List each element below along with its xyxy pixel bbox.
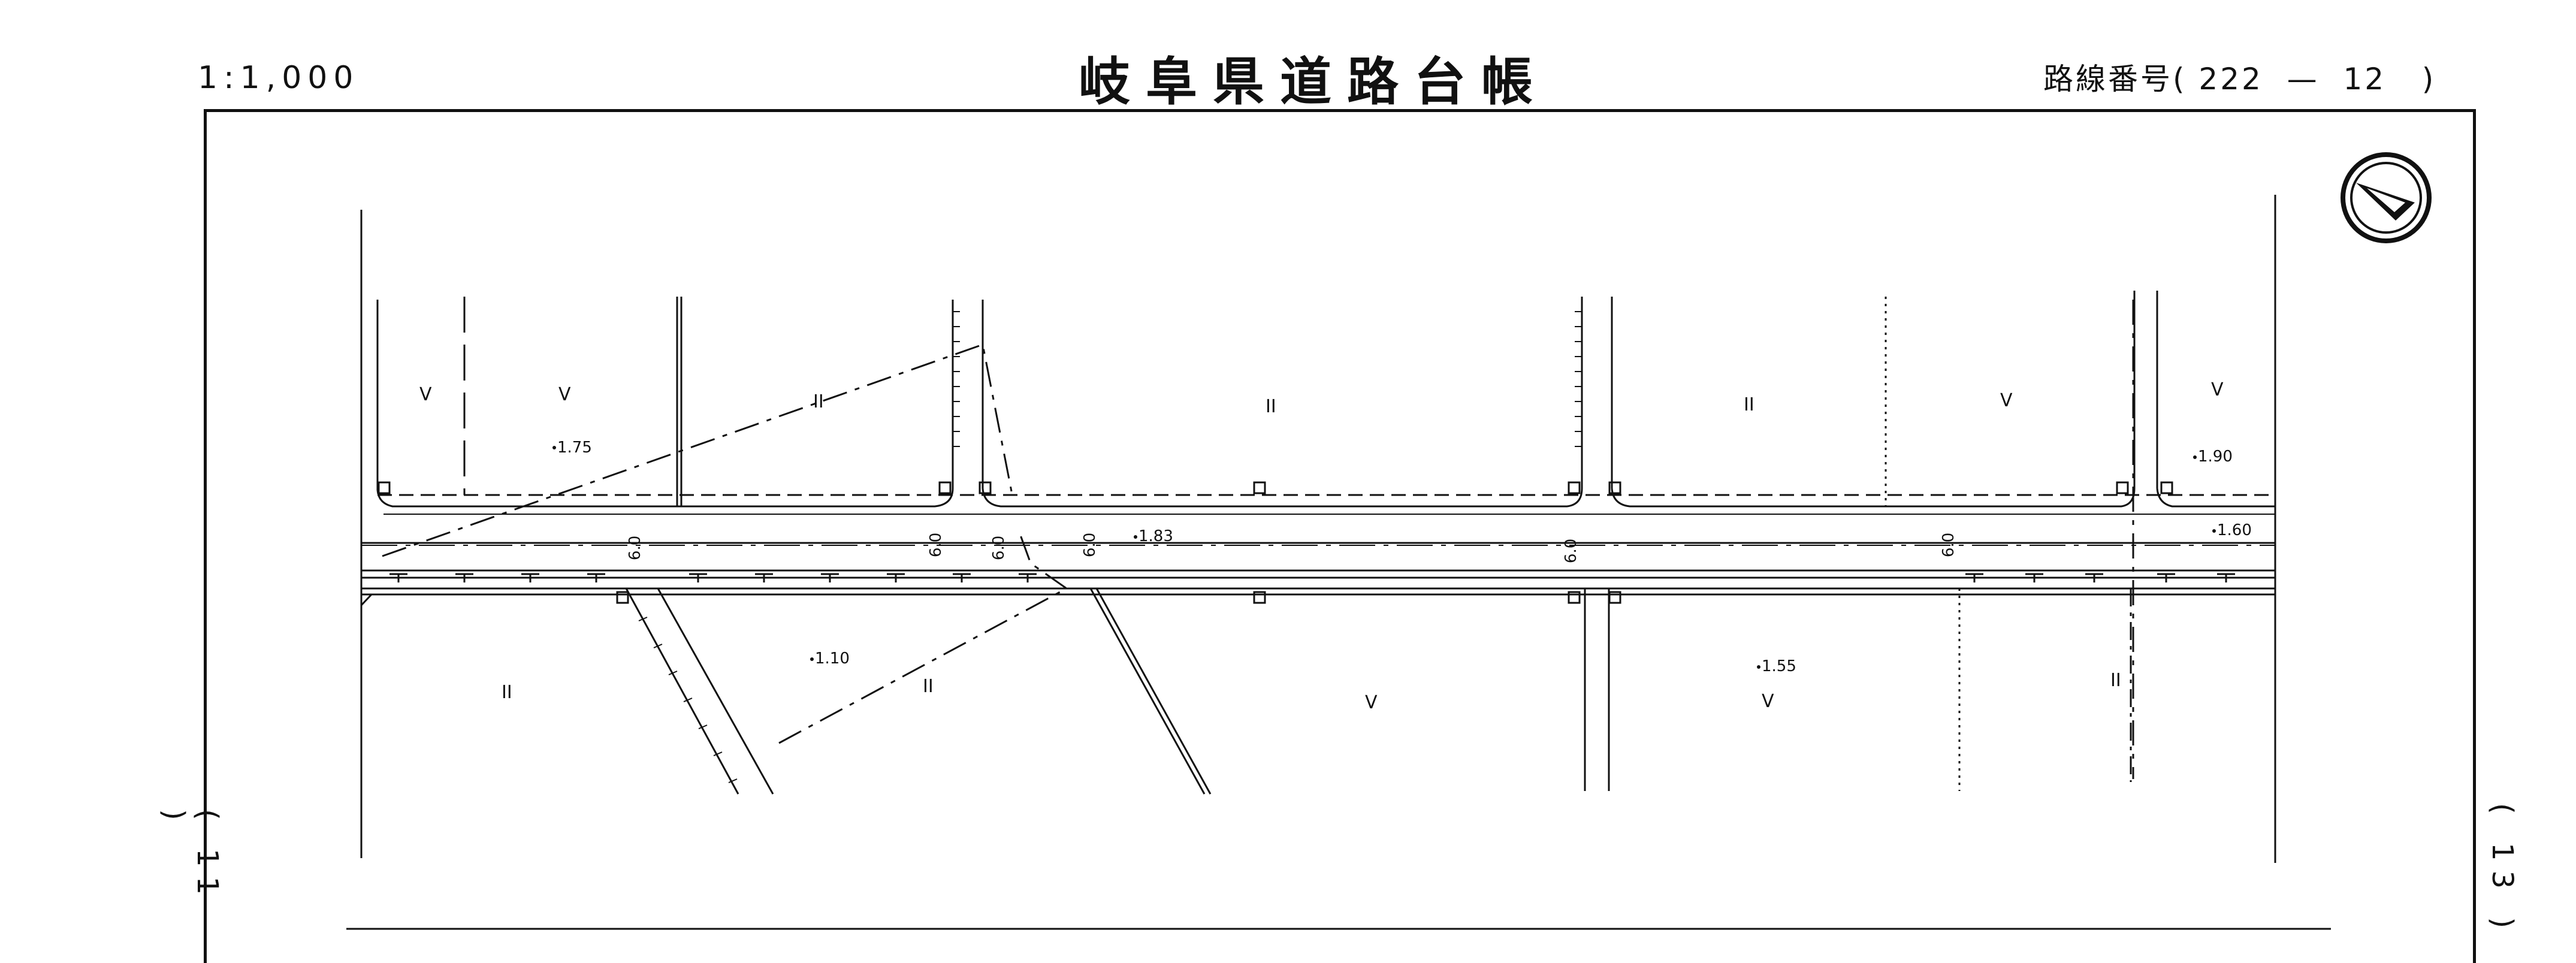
utility-box-icon — [1568, 591, 1581, 604]
route-label: 路線番号( — [2043, 62, 2187, 96]
land-use-paddy-symbol: II — [1266, 396, 1276, 417]
utility-box-icon — [1608, 481, 1621, 494]
road-width-label: 6.0 — [990, 536, 1008, 560]
adjacent-sheet-left[interactable]: ( 11 ) — [157, 809, 224, 905]
utility-box-icon — [938, 481, 952, 494]
utility-box-icon — [979, 481, 992, 494]
road-width-label: 6.0 — [1940, 533, 1958, 557]
road-width-label: 6.0 — [626, 536, 644, 560]
route-code: 222 — [2198, 62, 2263, 96]
utility-box-icon — [1568, 481, 1581, 494]
land-use-paddy-symbol: II — [923, 676, 934, 697]
sheet-header: 1:1,000 岐阜県道路台帳 路線番号( 222 — 12 ) — [0, 0, 2576, 112]
elevation-label: 1.60 — [2217, 521, 2252, 539]
north-arrow-icon — [2341, 152, 2432, 243]
land-use-paddy-symbol: II — [1744, 394, 1754, 415]
land-use-field-symbol: V — [419, 384, 432, 405]
route-close: ) — [2421, 62, 2436, 96]
elevation-label: 1.90 — [2198, 448, 2233, 466]
map-title: 岐阜県道路台帳 — [1079, 52, 1548, 112]
utility-box-icon — [1253, 481, 1266, 494]
utility-box-icon — [2116, 481, 2129, 494]
land-use-field-symbol: V — [2211, 379, 2224, 400]
route-number: 路線番号( 222 — 12 ) — [2043, 62, 2436, 96]
land-use-field-symbol: V — [558, 384, 571, 405]
land-use-field-symbol: V — [1762, 691, 1774, 712]
route-sheet: 12 — [2343, 62, 2387, 96]
land-use-field-symbol: V — [2000, 390, 2013, 411]
road-width-label: 6.0 — [1081, 533, 1099, 557]
utility-box-icon — [378, 481, 391, 494]
adjacent-sheet-right[interactable]: ( 13 ) — [2486, 803, 2519, 938]
elevation-label: 1.75 — [557, 439, 592, 457]
road-width-label: 6.0 — [1562, 539, 1580, 563]
utility-box-icon — [1608, 591, 1621, 604]
utility-box-icon — [2160, 481, 2173, 494]
land-use-field-symbol: V — [1365, 692, 1378, 713]
elevation-label: 1.83 — [1138, 527, 1173, 545]
utility-box-icon — [616, 591, 629, 604]
map-scale: 1:1,000 — [198, 60, 360, 96]
land-use-paddy-symbol: II — [813, 391, 824, 412]
elevation-label: 1.10 — [815, 650, 850, 668]
road-width-label: 6.0 — [927, 533, 945, 557]
map-frame — [204, 109, 2476, 963]
land-use-paddy-symbol: II — [502, 682, 512, 703]
utility-box-icon — [1253, 591, 1266, 604]
elevation-label: 1.55 — [1762, 657, 1796, 675]
land-use-paddy-symbol: II — [2110, 670, 2121, 691]
road-plan-drawing: 1.75 1.83 1.10 1.55 1.90 1.60 6.0 6.0 6.… — [346, 195, 2331, 930]
